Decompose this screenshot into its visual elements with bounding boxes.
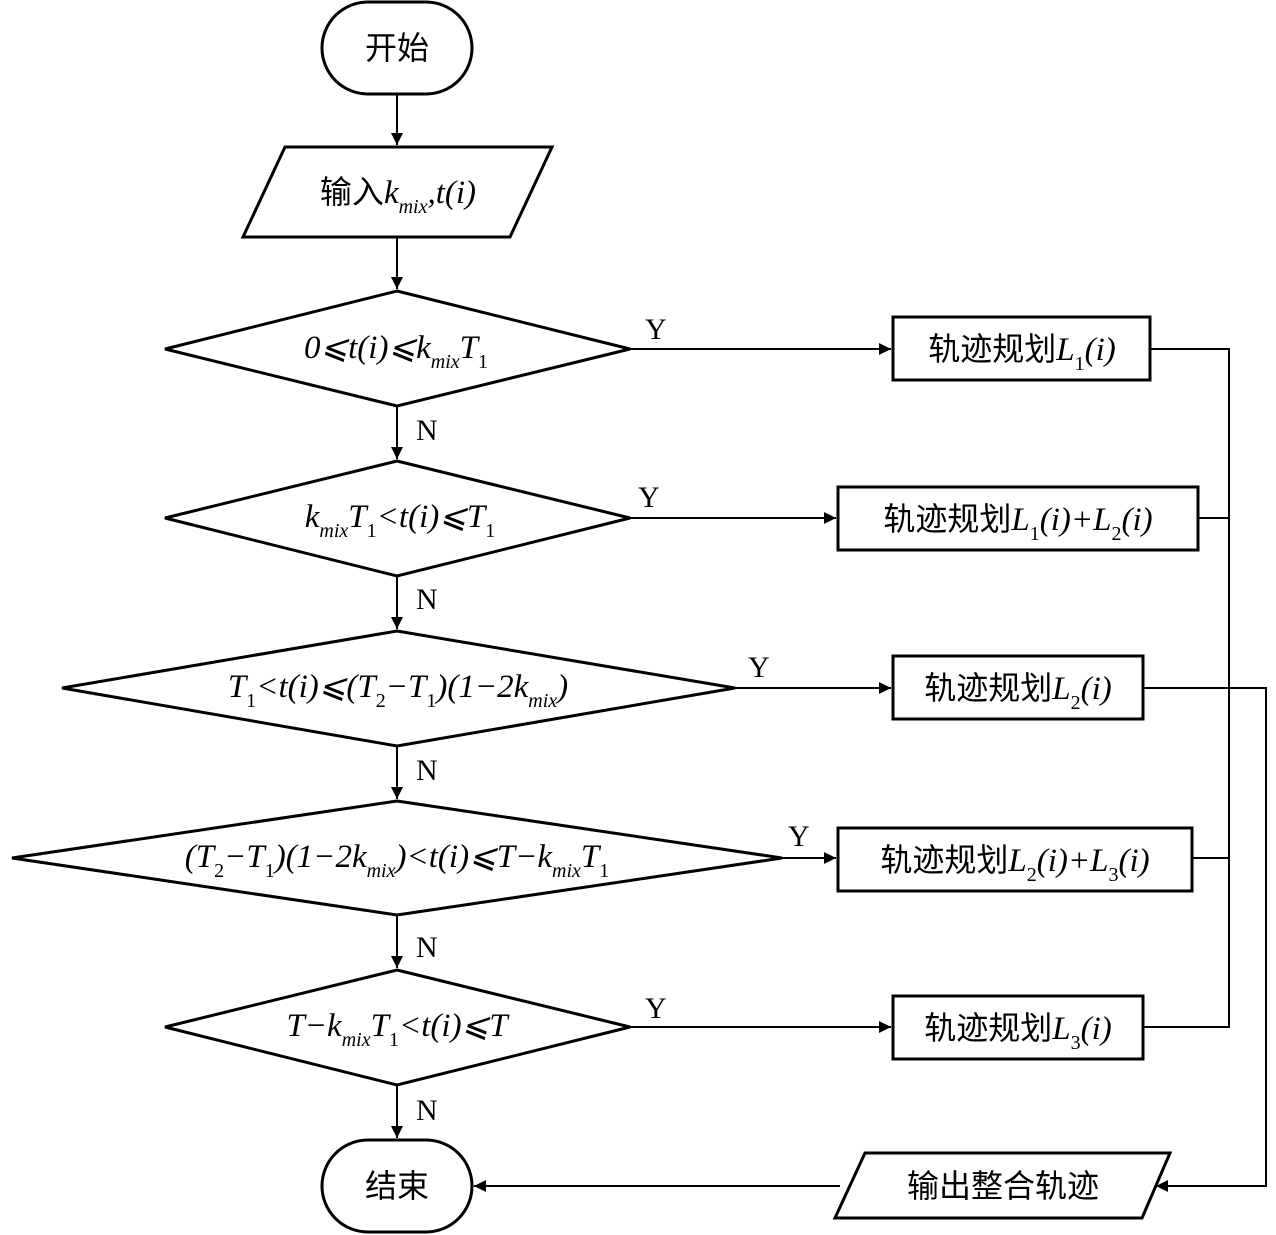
yes-label-4: Y — [788, 820, 810, 853]
end-label: 结束 — [365, 1167, 429, 1205]
input-parallelogram: 输入kmix,t(i) — [240, 145, 555, 239]
yes-label-5: Y — [645, 992, 667, 1025]
action-1-label: 轨迹规划L1(i) — [928, 330, 1116, 375]
output-parallelogram: 输出整合轨迹 — [832, 1151, 1173, 1220]
start-terminal: 开始 — [320, 0, 474, 96]
no-label-5: N — [416, 1094, 438, 1127]
decision-3: T1<t(i)⩽(T2−T1)(1−2kmix) — [61, 629, 736, 748]
end-terminal: 结束 — [320, 1138, 474, 1234]
input-label: 输入kmix,t(i) — [320, 173, 476, 218]
decision-1: 0⩽t(i)⩽kmixT1 — [164, 289, 631, 408]
no-label-2: N — [416, 583, 438, 616]
action-4: 轨迹规划L2(i)+L3(i) — [836, 826, 1194, 893]
action-4-label: 轨迹规划L2(i)+L3(i) — [880, 841, 1149, 886]
output-label: 输出整合轨迹 — [907, 1167, 1099, 1205]
decision-4-label: (T2−T1)(1−2kmix)<t(i)⩽T−kmixT1 — [185, 839, 610, 882]
connector-to-output — [1143, 687, 1267, 1192]
action-5: 轨迹规划L3(i) — [891, 994, 1145, 1061]
action-5-label: 轨迹规划L3(i) — [924, 1009, 1112, 1054]
action-2-label: 轨迹规划L1(i)+L2(i) — [883, 500, 1152, 545]
action-3: 轨迹规划L2(i) — [891, 654, 1145, 721]
decision-3-label: T1<t(i)⩽(T2−T1)(1−2kmix) — [228, 669, 568, 712]
no-label-1: N — [416, 414, 438, 447]
decision-1-label: 0⩽t(i)⩽kmixT1 — [304, 330, 488, 373]
start-label: 开始 — [365, 29, 429, 67]
yes-label-1: Y — [645, 313, 667, 346]
decision-4: (T2−T1)(1−2kmix)<t(i)⩽T−kmixT1 — [11, 799, 783, 917]
action-3-label: 轨迹规划L2(i) — [924, 669, 1112, 714]
action-2: 轨迹规划L1(i)+L2(i) — [836, 485, 1200, 552]
no-label-4: N — [416, 931, 438, 964]
decision-5-label: T−kmixT1<t(i)⩽T — [286, 1008, 510, 1051]
decision-2: kmixT1<t(i)⩽T1 — [164, 459, 631, 578]
no-label-3: N — [416, 754, 438, 787]
decision-2-label: kmixT1<t(i)⩽T1 — [305, 499, 496, 542]
decision-5: T−kmixT1<t(i)⩽T — [164, 968, 631, 1087]
yes-label-3: Y — [748, 651, 770, 684]
action-1: 轨迹规划L1(i) — [891, 315, 1152, 382]
yes-label-2: Y — [638, 481, 660, 514]
